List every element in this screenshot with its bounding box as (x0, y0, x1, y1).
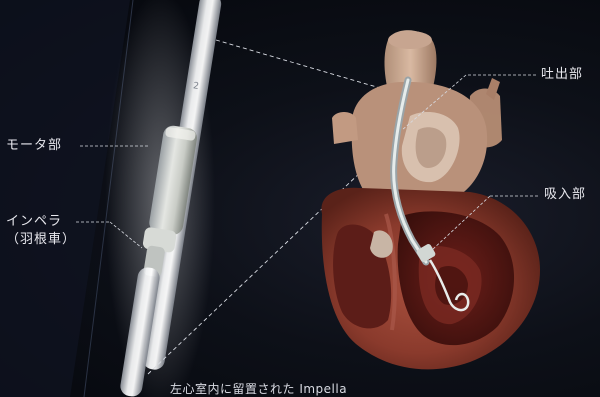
inlet-label: 吸入部 (544, 186, 586, 204)
impeller-label: インペラ （羽根車） (6, 213, 76, 249)
impeller-label-line2: （羽根車） (6, 231, 76, 249)
heart-cross-section (321, 30, 540, 369)
image-caption: 左心室内に留置された Impella (170, 381, 347, 397)
zoom-line-top (216, 40, 380, 88)
outlet-label: 吐出部 (541, 66, 583, 84)
motor-label: モータ部 (6, 137, 62, 155)
impeller-label-line1: インペラ (6, 213, 76, 231)
